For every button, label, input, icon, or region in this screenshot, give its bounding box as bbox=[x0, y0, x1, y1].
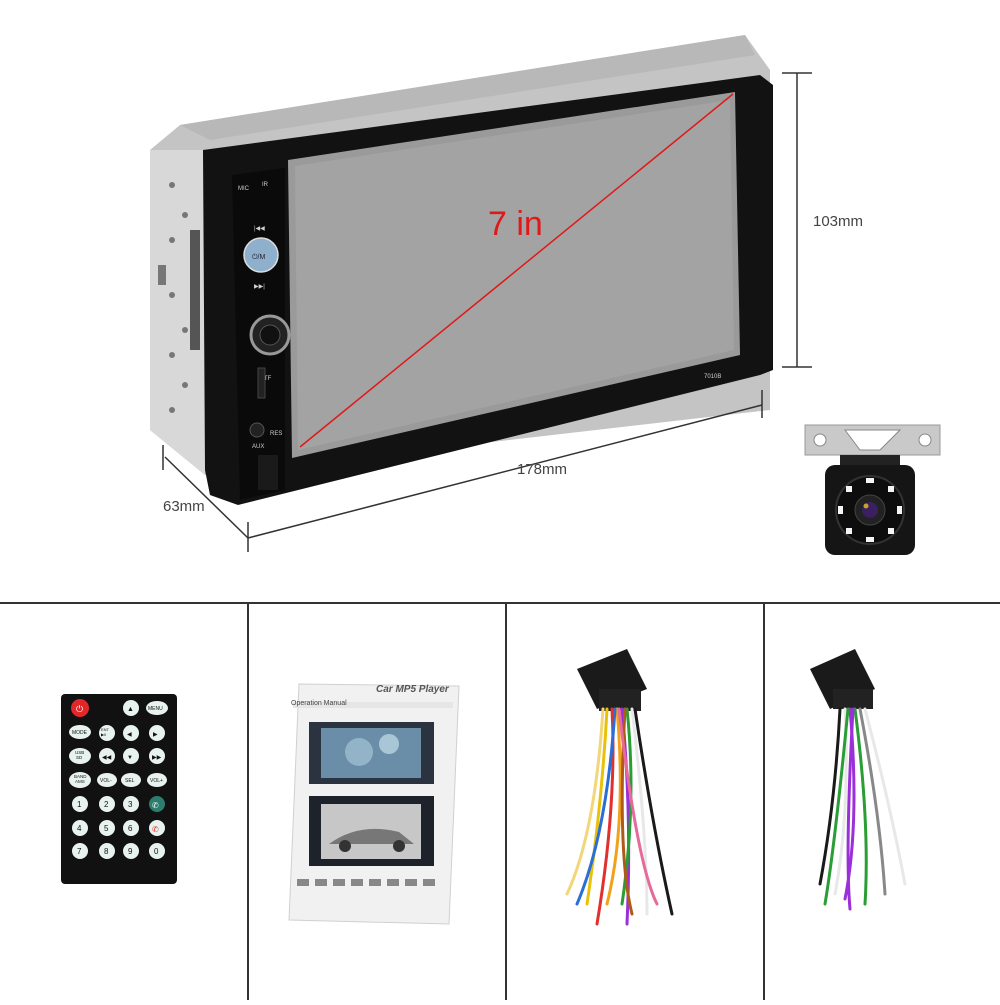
product-hero: MIC IR |◀◀ ⏻/M ▶▶| TF RES AUX 7010B bbox=[150, 35, 941, 555]
svg-text:◀◀: ◀◀ bbox=[102, 755, 112, 761]
diagonal-line bbox=[299, 93, 734, 448]
panel-buttons: MIC IR |◀◀ ⏻/M ▶▶| TF RES AUX 7010B bbox=[238, 182, 721, 490]
svg-text:6: 6 bbox=[128, 824, 133, 833]
harness-cell-1 bbox=[507, 604, 763, 1000]
svg-text:ENT: ENT bbox=[101, 727, 110, 732]
svg-text:2: 2 bbox=[104, 800, 109, 809]
svg-text:RES: RES bbox=[270, 431, 282, 437]
svg-text:MENU: MENU bbox=[148, 706, 163, 712]
svg-text:MODE: MODE bbox=[72, 730, 88, 736]
svg-text:MIC: MIC bbox=[238, 186, 250, 192]
svg-text:AMS: AMS bbox=[75, 779, 85, 784]
svg-text:5: 5 bbox=[104, 824, 109, 833]
svg-text:▶▶: ▶▶ bbox=[152, 755, 162, 761]
svg-text:▶: ▶ bbox=[153, 732, 158, 738]
svg-text:▶II: ▶II bbox=[101, 732, 106, 737]
svg-text:AUX: AUX bbox=[252, 444, 264, 450]
diagonal-size-label: 7 in bbox=[488, 205, 543, 243]
svg-text:7010B: 7010B bbox=[704, 374, 721, 380]
head-unit-illustration: MIC IR |◀◀ ⏻/M ▶▶| TF RES AUX 7010B bbox=[150, 35, 941, 555]
manual-subtitle: Operation Manual bbox=[291, 700, 347, 707]
svg-text:✆: ✆ bbox=[152, 825, 159, 834]
grid-divider-3 bbox=[763, 602, 765, 1000]
wiring-harness-1 bbox=[565, 649, 674, 926]
depth-label: 63mm bbox=[163, 498, 205, 515]
svg-text:3: 3 bbox=[128, 800, 133, 809]
backup-camera bbox=[804, 424, 941, 555]
svg-text:0: 0 bbox=[154, 847, 159, 856]
svg-text:BAND: BAND bbox=[74, 774, 87, 779]
svg-text:8: 8 bbox=[104, 847, 109, 856]
wiring-harness-2 bbox=[810, 649, 907, 911]
height-label: 103mm bbox=[813, 213, 864, 230]
remote-power-button bbox=[71, 699, 89, 717]
svg-text:9: 9 bbox=[128, 847, 133, 856]
svg-text:▲: ▲ bbox=[127, 706, 134, 713]
grid-divider-1 bbox=[247, 602, 249, 1000]
svg-text:4: 4 bbox=[77, 824, 82, 833]
operation-manual bbox=[288, 683, 460, 925]
svg-text:1: 1 bbox=[77, 800, 82, 809]
width-label: 178mm bbox=[517, 461, 568, 478]
svg-text:|◀◀: |◀◀ bbox=[254, 226, 265, 232]
dimension-lines bbox=[162, 72, 812, 552]
svg-text:TF: TF bbox=[264, 376, 272, 382]
manual-cell: Car MP5 Player Operation Manual bbox=[249, 604, 505, 1000]
svg-text:◀: ◀ bbox=[127, 732, 132, 738]
svg-text:SD: SD bbox=[76, 755, 83, 760]
svg-text:✆: ✆ bbox=[152, 801, 159, 810]
svg-text:▼: ▼ bbox=[127, 755, 133, 761]
svg-text:7: 7 bbox=[77, 847, 82, 856]
svg-text:⏻: ⏻ bbox=[76, 704, 83, 714]
svg-text:USB: USB bbox=[75, 750, 84, 755]
svg-text:▶▶|: ▶▶| bbox=[254, 284, 265, 290]
manual-title: Car MP5 Player bbox=[376, 684, 449, 695]
grid-divider-2 bbox=[505, 602, 507, 1000]
svg-text:VOL+: VOL+ bbox=[150, 778, 163, 784]
power-button bbox=[243, 237, 279, 273]
svg-text:IR: IR bbox=[262, 182, 269, 188]
harness-cell-2 bbox=[765, 604, 1000, 1000]
svg-text:⏻/M: ⏻/M bbox=[252, 253, 265, 261]
grid-divider-horizontal bbox=[0, 602, 1000, 604]
svg-text:SEL: SEL bbox=[125, 778, 135, 784]
svg-text:VOL-: VOL- bbox=[100, 778, 112, 784]
